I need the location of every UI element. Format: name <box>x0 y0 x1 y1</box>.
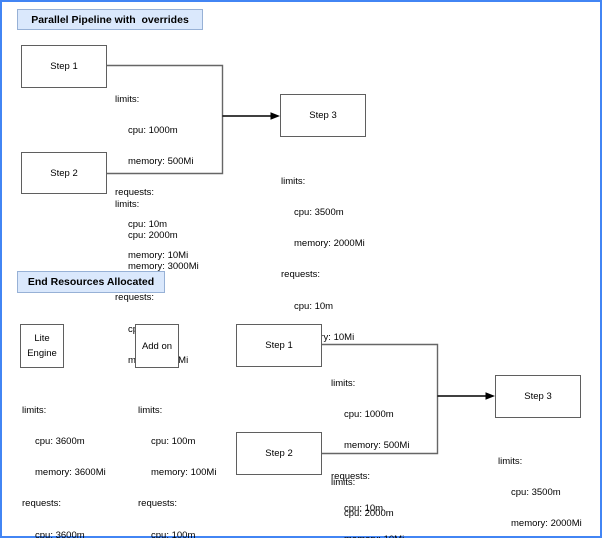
annotation-line: cpu: 10m <box>294 300 334 312</box>
annotation-line: limits: <box>115 198 140 210</box>
connector-bottom-bracket <box>322 343 439 455</box>
arrowhead-bottom-icon <box>485 392 495 400</box>
annotation-line: memory: 10Mi <box>331 534 409 538</box>
annotation-line: cpu: 2000m <box>128 230 178 242</box>
node-add-on: Add on <box>135 324 179 368</box>
annotation-line: requests: <box>281 269 321 281</box>
annotation-line: limits: <box>115 93 140 105</box>
annotation-line: cpu: 2000m <box>344 508 394 520</box>
annotation-line: cpu: 10m <box>344 502 384 514</box>
node-pipeline-step3: Step 3 <box>280 94 366 137</box>
annotation-pipeline-step1: limits: cpu: 1000m memory: 500Mi request… <box>115 74 193 282</box>
annotation-line: requests: <box>138 498 178 510</box>
annotation-line: limits: <box>331 476 356 488</box>
section-title-end-resources: End Resources Allocated <box>17 271 165 293</box>
annotation-line: cpu: 3500m <box>294 207 344 219</box>
annotation-line: cpu: 1000m <box>344 409 394 421</box>
annotation-line: memory: 2000Mi <box>511 518 582 530</box>
node-end-step3: Step 3 <box>495 375 581 418</box>
annotation-line: memory: 500Mi <box>344 440 410 452</box>
annotation-end-step2: limits: cpu: 2000m memory: 3000Mi reques… <box>331 457 415 538</box>
annotation-line: limits: <box>498 455 523 467</box>
section-title-parallel-pipeline: Parallel Pipeline with overrides <box>17 9 203 30</box>
annotation-line: cpu: 100m <box>151 529 196 538</box>
annotation-line: memory: 100Mi <box>151 467 217 479</box>
annotation-add-on: limits: cpu: 100m memory: 100Mi requests… <box>138 385 216 538</box>
node-lite-engine: Lite Engine <box>20 324 64 368</box>
annotation-lite-engine: limits: cpu: 3600m memory: 3600Mi reques… <box>22 385 106 538</box>
annotation-line: memory: 3600Mi <box>35 467 106 479</box>
annotation-line: cpu: 1000m <box>128 125 178 137</box>
annotation-line: limits: <box>138 404 163 416</box>
node-pipeline-step2: Step 2 <box>21 152 107 194</box>
annotation-line: memory: 10Mi <box>128 249 189 261</box>
annotation-line: cpu: 3600m <box>35 529 85 538</box>
annotation-line: limits: <box>331 377 356 389</box>
annotation-line: memory: 2000Mi <box>294 238 365 250</box>
connector-top-bracket <box>107 64 224 175</box>
annotation-line: cpu: 10m <box>128 218 168 230</box>
annotation-line: limits: <box>22 404 47 416</box>
annotation-line: requests: <box>331 471 371 483</box>
node-end-step1: Step 1 <box>236 324 322 367</box>
annotation-line: requests: <box>115 187 155 199</box>
annotation-line: limits: <box>281 175 306 187</box>
annotation-line: cpu: 3500m <box>511 487 561 499</box>
annotation-end-step3: limits: cpu: 3500m memory: 2000Mi reques… <box>498 436 582 538</box>
annotation-line: cpu: 3600m <box>35 436 85 448</box>
annotation-end-step1: limits: cpu: 1000m memory: 500Mi request… <box>331 358 409 538</box>
node-pipeline-step1: Step 1 <box>21 45 107 88</box>
annotation-line: requests: <box>22 498 62 510</box>
node-end-step2: Step 2 <box>236 432 322 475</box>
annotation-line: memory: 3000Mi <box>128 261 199 273</box>
arrowhead-top-icon <box>270 112 280 120</box>
annotation-line: cpu: 100m <box>151 436 196 448</box>
annotation-line: memory: 500Mi <box>128 156 194 168</box>
annotation-line: requests: <box>115 292 155 304</box>
